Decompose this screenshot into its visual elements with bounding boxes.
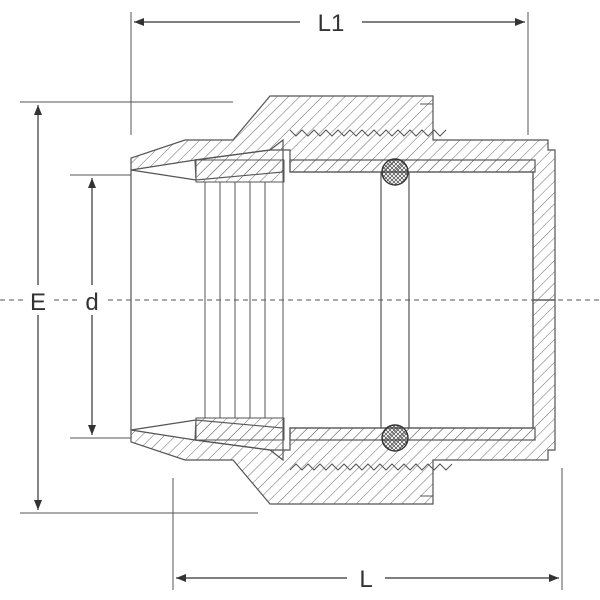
extension-lines [20,12,563,590]
dimension-l-label-bg [347,564,385,592]
nut-thread-teeth [289,103,453,497]
dimension-l1-label: L1 [318,10,345,37]
fitting-body-lower [130,299,556,505]
o-ring-lower [381,424,409,452]
dimension-e-label-bg [24,285,52,315]
thread-bands [195,159,285,441]
dimension-e-label: E [30,289,46,316]
dimension-l-label: L [359,566,372,593]
o-ring-upper [381,158,409,186]
fitting-body-upper [130,95,556,301]
dimension-d-label: d [85,289,98,316]
dimension-l1-label-bg [300,8,362,36]
dimension-d-label-bg [79,285,105,315]
